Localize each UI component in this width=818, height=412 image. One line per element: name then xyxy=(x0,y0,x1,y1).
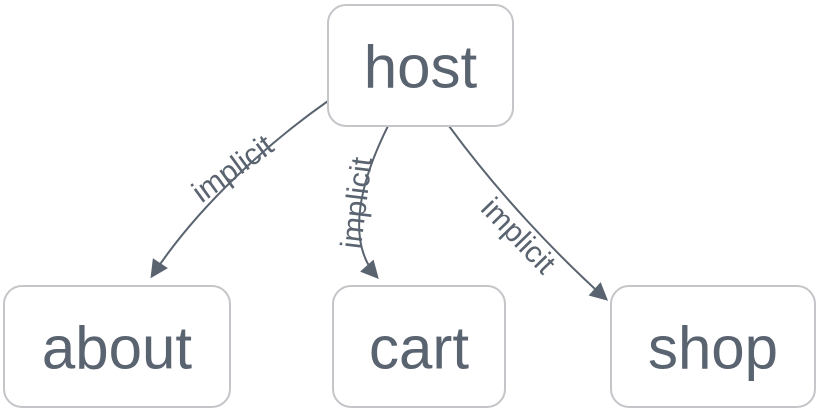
edge-label-host-cart: implicit xyxy=(335,155,379,251)
node-cart-box xyxy=(332,285,506,408)
node-cart-label: cart xyxy=(369,315,469,382)
edge-host-about xyxy=(150,100,329,279)
edge-label-host-shop: implicit xyxy=(474,192,562,281)
node-shop-box xyxy=(610,285,816,408)
edge-host-cart xyxy=(358,125,389,280)
node-about-box xyxy=(3,285,231,408)
node-cart: cart xyxy=(332,285,506,408)
node-host-label: host xyxy=(364,34,478,101)
node-about-label: about xyxy=(42,315,192,382)
edge-label-host-about: implicit xyxy=(186,128,280,209)
edge-line-host-about xyxy=(150,100,329,279)
edge-line-host-cart xyxy=(358,125,389,280)
node-host: host xyxy=(327,4,514,127)
edge-line-host-shop xyxy=(448,125,609,301)
node-about: about xyxy=(3,285,231,408)
node-host-box xyxy=(327,4,514,127)
node-shop-label: shop xyxy=(648,315,778,382)
edge-host-shop xyxy=(448,125,609,301)
node-shop: shop xyxy=(610,285,816,408)
